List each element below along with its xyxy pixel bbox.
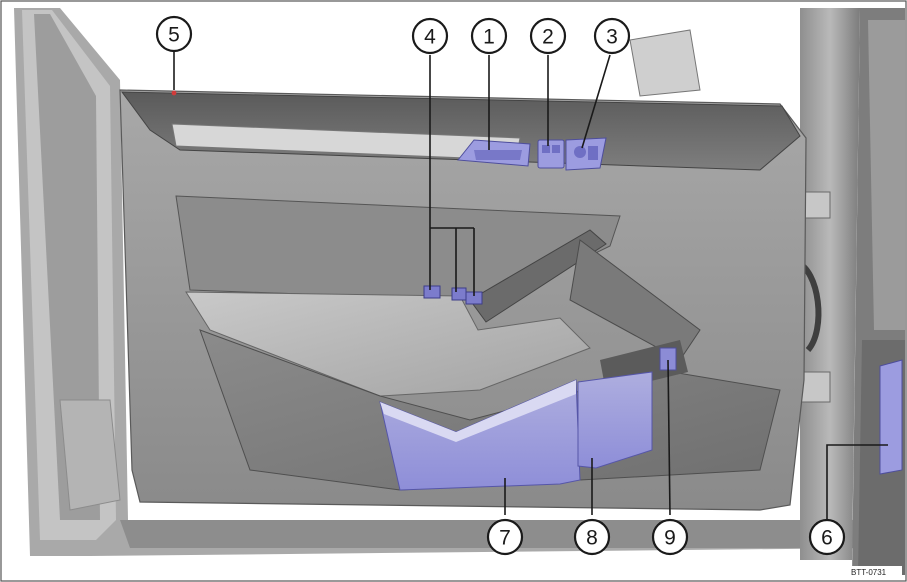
window-switches [565, 137, 607, 171]
callout-9: 9 [651, 518, 689, 556]
callout-1-label: 1 [483, 26, 495, 49]
callouts: 1 2 3 4 5 6 7 8 [155, 15, 846, 556]
leader-lines [173, 50, 888, 520]
callout-9-label: 9 [664, 527, 676, 550]
armrest-switch-1 [423, 285, 441, 299]
b-pillar [794, 8, 905, 575]
image-code-bg [848, 566, 902, 578]
callout-4: 4 [411, 17, 449, 55]
highlighted-parts [171, 90, 903, 491]
callout-5-label: 5 [168, 24, 180, 47]
door-edge-reflector [879, 359, 903, 475]
callout-7-label: 7 [499, 527, 511, 550]
callout-8-label: 8 [586, 527, 598, 550]
callout-8: 8 [573, 518, 611, 556]
callout-7: 7 [486, 518, 524, 556]
warning-led [171, 90, 177, 96]
bottle-holder [577, 371, 653, 469]
callout-2: 2 [529, 17, 567, 55]
callout-1: 1 [470, 17, 508, 55]
car-body [14, 8, 880, 556]
mirror-switch [537, 139, 565, 169]
callout-3-label: 3 [606, 26, 618, 49]
callout-6: 6 [808, 518, 846, 556]
callout-2-label: 2 [542, 26, 554, 49]
callout-3: 3 [593, 17, 631, 55]
image-code: BTT-0731 [851, 568, 887, 577]
armrest-switch-2 [451, 287, 467, 301]
callout-5: 5 [155, 15, 193, 53]
callout-4-label: 4 [424, 26, 436, 49]
callout-6-label: 6 [821, 527, 833, 550]
